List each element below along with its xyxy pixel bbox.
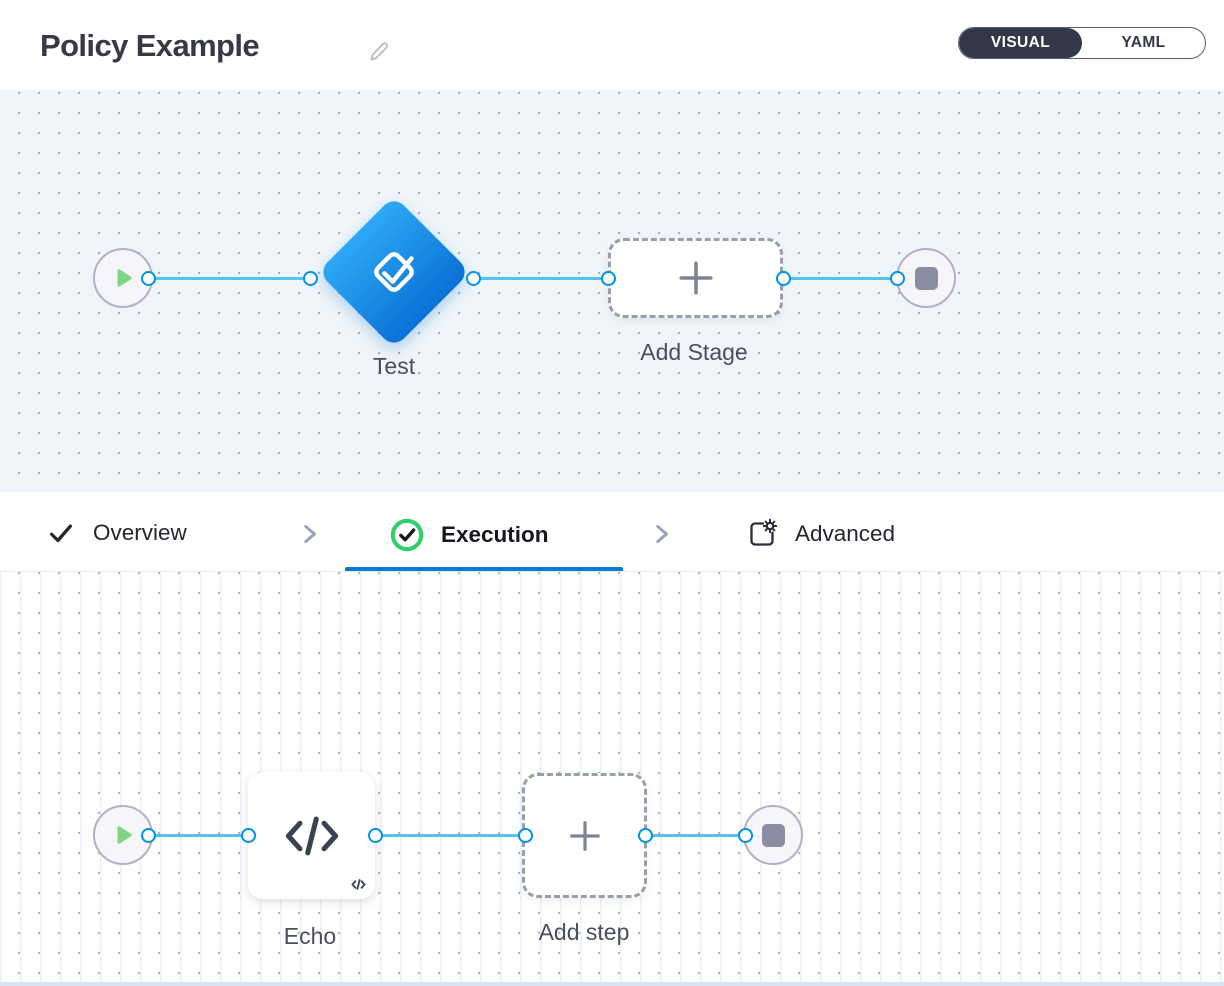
connector-port xyxy=(889,270,905,286)
add-stage-button[interactable] xyxy=(608,238,783,318)
connector-line xyxy=(645,833,745,837)
chevron-right-icon xyxy=(648,521,674,547)
add-stage-label: Add Stage xyxy=(640,339,748,365)
connector-line xyxy=(148,833,248,837)
chevron-right-icon xyxy=(296,521,322,547)
connector-port xyxy=(600,270,616,286)
tab-execution[interactable]: Execution xyxy=(390,518,549,552)
stop-icon xyxy=(761,823,785,847)
panel-gear-icon xyxy=(746,518,778,550)
stage-config-tabbar: Overview Execution xyxy=(0,492,1224,572)
connector-port xyxy=(367,827,383,843)
tab-advanced[interactable]: Advanced xyxy=(746,518,895,550)
pencil-icon xyxy=(366,38,394,64)
step-label: Echo xyxy=(283,923,337,949)
tab-label: Overview xyxy=(93,520,187,545)
tab-overview[interactable]: Overview xyxy=(46,518,187,548)
pipeline-end-node xyxy=(896,248,956,308)
tab-label: Execution xyxy=(441,522,549,547)
connector-line xyxy=(148,276,310,280)
check-circle-icon xyxy=(390,518,424,552)
code-icon xyxy=(283,807,341,865)
stop-icon xyxy=(914,266,938,290)
connector-port xyxy=(240,827,256,843)
active-tab-underline xyxy=(345,566,623,571)
connector-line xyxy=(473,276,608,280)
bottom-canvas-strip xyxy=(0,982,1224,986)
view-mode-toggle: VISUAL YAML xyxy=(958,27,1206,59)
connector-line xyxy=(375,833,525,837)
connector-line xyxy=(783,276,897,280)
tab-label: Advanced xyxy=(795,521,896,546)
add-step-label: Add step xyxy=(538,919,630,945)
stage-node-test[interactable] xyxy=(317,195,471,349)
connector-port xyxy=(302,270,318,286)
plus-icon xyxy=(568,819,602,853)
stage-canvas[interactable]: Test Add Stage xyxy=(0,90,1224,492)
plus-icon xyxy=(677,259,715,297)
connector-port xyxy=(775,270,791,286)
connector-port xyxy=(517,827,533,843)
connector-port xyxy=(737,827,753,843)
connector-port xyxy=(465,270,481,286)
step-canvas[interactable]: Echo Add step xyxy=(0,572,1224,982)
stage-label: Test xyxy=(372,353,416,379)
toggle-yaml[interactable]: YAML xyxy=(1121,34,1166,51)
play-icon xyxy=(109,264,137,292)
step-node-echo[interactable] xyxy=(248,772,375,899)
execution-start-node xyxy=(93,805,153,865)
header: Policy Example VISUAL YAML xyxy=(0,0,1224,90)
checkmark-icon xyxy=(46,518,76,548)
connector-port xyxy=(637,827,653,843)
play-icon xyxy=(109,821,137,849)
add-step-button[interactable] xyxy=(522,773,647,898)
code-mini-icon xyxy=(351,877,366,892)
edit-title-button[interactable] xyxy=(366,37,394,65)
toggle-visual[interactable]: VISUAL xyxy=(959,28,1082,58)
page-title: Policy Example xyxy=(40,28,260,63)
connector-port xyxy=(140,827,156,843)
connector-port xyxy=(140,270,156,286)
